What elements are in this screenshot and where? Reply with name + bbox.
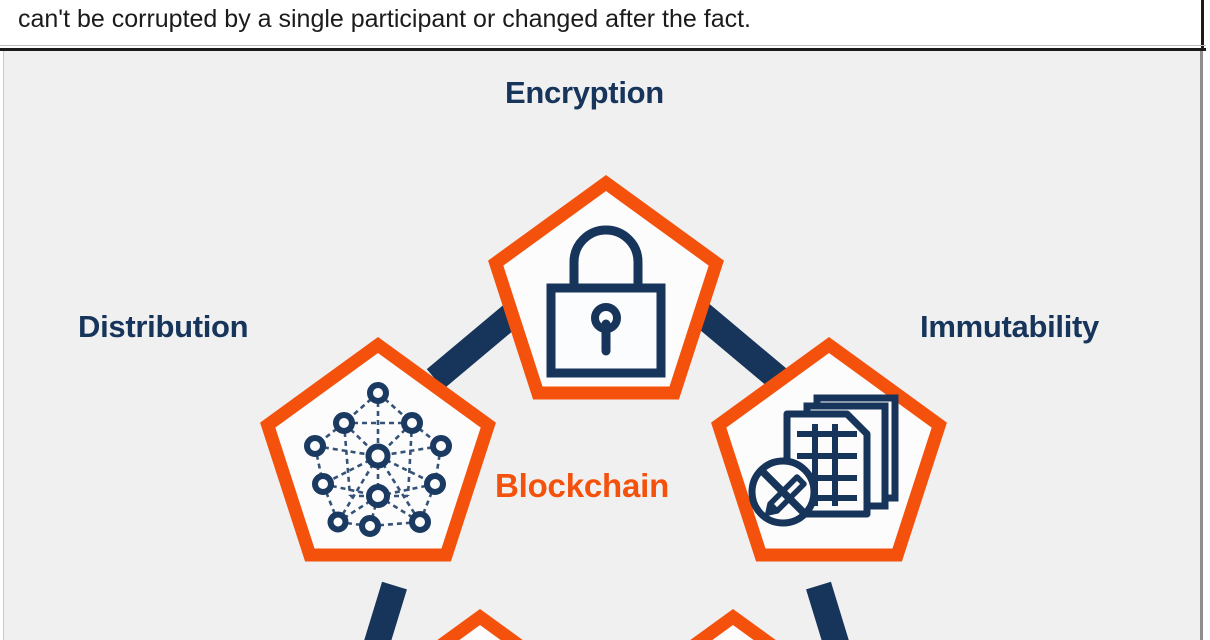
diagram-panel: Encryption Distribution Immutability Blo… <box>0 51 1210 640</box>
node-consensus[interactable] <box>370 608 591 640</box>
connector-distribution-consensus <box>347 581 407 640</box>
caption-band: can't be corrupted by a single participa… <box>0 0 1204 48</box>
no-edit-documents-icon <box>748 394 899 527</box>
caption-rule-thin <box>0 45 1206 46</box>
label-encryption: Encryption <box>505 75 664 110</box>
pentagon-consensus <box>437 608 523 640</box>
node-encryption[interactable] <box>488 174 724 400</box>
label-immutability: Immutability <box>920 309 1099 344</box>
padlock-icon <box>546 225 666 378</box>
caption-rule <box>0 48 1206 51</box>
network-mesh-icon <box>304 382 452 537</box>
center-label-blockchain: Blockchain <box>495 467 670 504</box>
caption-text: can't be corrupted by a single participa… <box>18 5 751 33</box>
diagram-stage <box>260 174 947 640</box>
panel-left-edge <box>0 51 4 640</box>
panel-right-edge <box>1200 51 1210 640</box>
connector-immutability-transparency <box>806 581 866 640</box>
pentagon-transparency <box>690 608 776 640</box>
node-transparency[interactable] <box>623 608 844 640</box>
node-distribution[interactable] <box>260 336 496 562</box>
label-distribution: Distribution <box>78 309 249 344</box>
node-immutability[interactable] <box>711 336 947 562</box>
